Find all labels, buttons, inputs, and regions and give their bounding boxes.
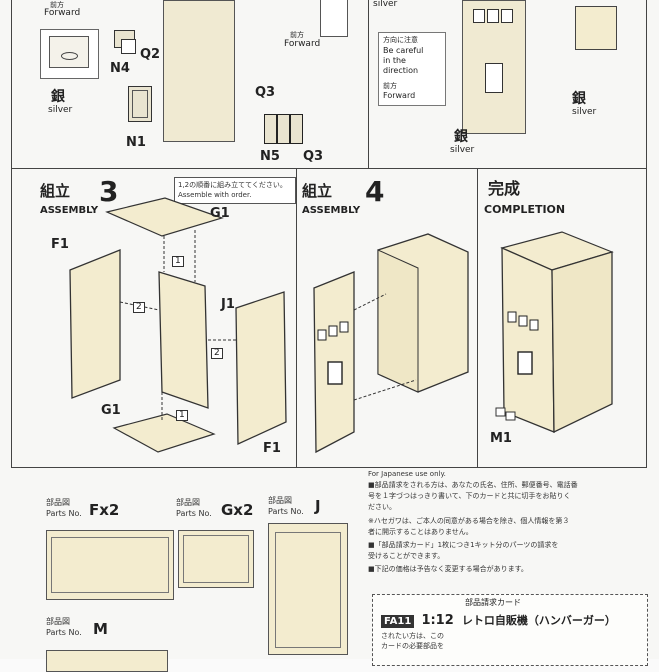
parts-g-jp: 部品図 <box>176 498 200 507</box>
step2-door-panel <box>163 0 235 142</box>
step4-title-jp: 組立 <box>302 182 333 200</box>
caution-box: 方向に注意 Be careful in the direction 前方 For… <box>378 32 446 106</box>
forward3-jp: 前方 <box>383 82 397 90</box>
silver2-jp: 銀 <box>572 91 586 107</box>
card-header-row: FA11 1:12 レトロ自販機（ハンバーガー） <box>381 611 616 628</box>
step3-note-box: 1,2の順番に組み立ててください。 Assemble with order. <box>174 177 296 204</box>
parts-m-jp: 部品図 <box>46 617 70 626</box>
caution-en1: Be careful <box>383 46 424 55</box>
part-n1 <box>128 86 152 122</box>
label-f1-left: F1 <box>51 237 69 252</box>
forward-label-en: Forward <box>44 8 81 18</box>
step3-note-jp: 1,2の順番に組み立ててください。 <box>178 181 287 189</box>
silver2-en: silver <box>572 107 597 117</box>
parts-g-en: Parts No. <box>176 509 212 518</box>
label-g1-bottom: G1 <box>101 403 121 418</box>
label-m1: M1 <box>490 431 512 446</box>
completion-drawing <box>495 231 614 434</box>
card-scale: 1:12 <box>421 613 454 628</box>
silver-label-jp: 銀 <box>51 89 65 105</box>
label-f1-right: F1 <box>263 441 281 456</box>
step3-title-en: ASSEMBLY <box>40 205 99 216</box>
caution-jp: 方向に注意 <box>383 36 418 44</box>
step4-title-en: ASSEMBLY <box>302 205 361 216</box>
forward2-jp: 前方 <box>290 31 304 39</box>
parts-f-en: Parts No. <box>46 509 82 518</box>
label-q3b: Q3 <box>303 149 324 164</box>
parts-j-jp: 部品図 <box>268 496 292 505</box>
label-n5: N5 <box>260 149 280 164</box>
step4-drawing <box>313 233 469 454</box>
parts-f-jp: 部品図 <box>46 498 70 507</box>
label-g1-top: G1 <box>210 206 230 221</box>
part-q2 <box>121 39 136 54</box>
label-j1: J1 <box>221 297 235 312</box>
forward3-en: Forward <box>383 91 416 100</box>
finished-side <box>551 251 613 434</box>
g1-bottom-tray <box>112 413 216 453</box>
card-title: 部品請求カード <box>465 598 521 607</box>
forward-bracket <box>320 0 348 37</box>
f1-right-panel <box>235 291 287 446</box>
f1-left-panel <box>69 249 121 399</box>
forward-label-jp: 前方 <box>50 1 64 9</box>
forward2-en: Forward <box>284 39 321 49</box>
caution-en2: in the <box>383 56 406 65</box>
step3-number: 3 <box>99 175 119 208</box>
parts-g-code: Gx2 <box>221 501 254 519</box>
step4-frame <box>295 168 478 468</box>
card-line2: カードの必要部品を <box>381 642 444 650</box>
caution-en3: direction <box>383 66 419 75</box>
silver-detail-inset <box>40 29 99 79</box>
part-n5-group <box>264 114 303 144</box>
side-box-detail <box>575 6 617 50</box>
j1-back-panel <box>158 271 209 409</box>
dial-detail <box>49 36 89 68</box>
step3-drawing <box>69 197 287 453</box>
finished-front <box>501 246 555 433</box>
step3-title-jp: 組立 <box>40 182 71 200</box>
label-n4: N4 <box>110 61 130 76</box>
part-g-drawing <box>178 530 254 588</box>
step2-right-panel <box>462 0 526 134</box>
card-line1: されたい方は、この <box>381 632 444 640</box>
parts-j-en: Parts No. <box>268 507 304 516</box>
label-q2: Q2 <box>140 47 161 62</box>
step4-number: 4 <box>365 175 385 208</box>
step3-frame <box>11 168 297 468</box>
silver3-jp: 銀 <box>454 129 468 145</box>
card-code: FA11 <box>381 615 415 628</box>
parts-m-code: M <box>93 620 108 638</box>
label-n1: N1 <box>126 135 146 150</box>
order-marker-2b: 2 <box>211 342 223 359</box>
silver3-en: silver <box>450 145 475 155</box>
order-marker-2: 2 <box>133 296 145 313</box>
step3-note-en: Assemble with order. <box>178 191 252 199</box>
part-f-drawing <box>46 530 174 600</box>
silver-label-en: silver <box>48 105 73 115</box>
parts-m-en: Parts No. <box>46 628 82 637</box>
label-q3a: Q3 <box>255 85 276 100</box>
parts-f-code: Fx2 <box>89 501 120 519</box>
part-m-drawing <box>46 650 168 672</box>
g1-top-tray <box>105 197 224 237</box>
card-name: レトロ自販機（ハンバーガー） <box>461 614 616 627</box>
order-marker-1: 1 <box>172 250 184 267</box>
parts-request-card: 部品請求カード FA11 1:12 レトロ自販機（ハンバーガー） されたい方は、… <box>372 594 648 666</box>
part-j-drawing <box>268 523 348 655</box>
parts-j-code: J <box>315 497 321 515</box>
completion-frame <box>477 168 647 468</box>
silver-top-label: silver <box>373 0 398 9</box>
completion-title-jp: 完成 <box>488 179 521 198</box>
order-marker-1b: 1 <box>176 404 188 421</box>
japanese-header: For Japanese use only. <box>368 470 446 478</box>
cabinet-side <box>377 249 419 393</box>
completion-title-en: COMPLETION <box>484 203 566 216</box>
